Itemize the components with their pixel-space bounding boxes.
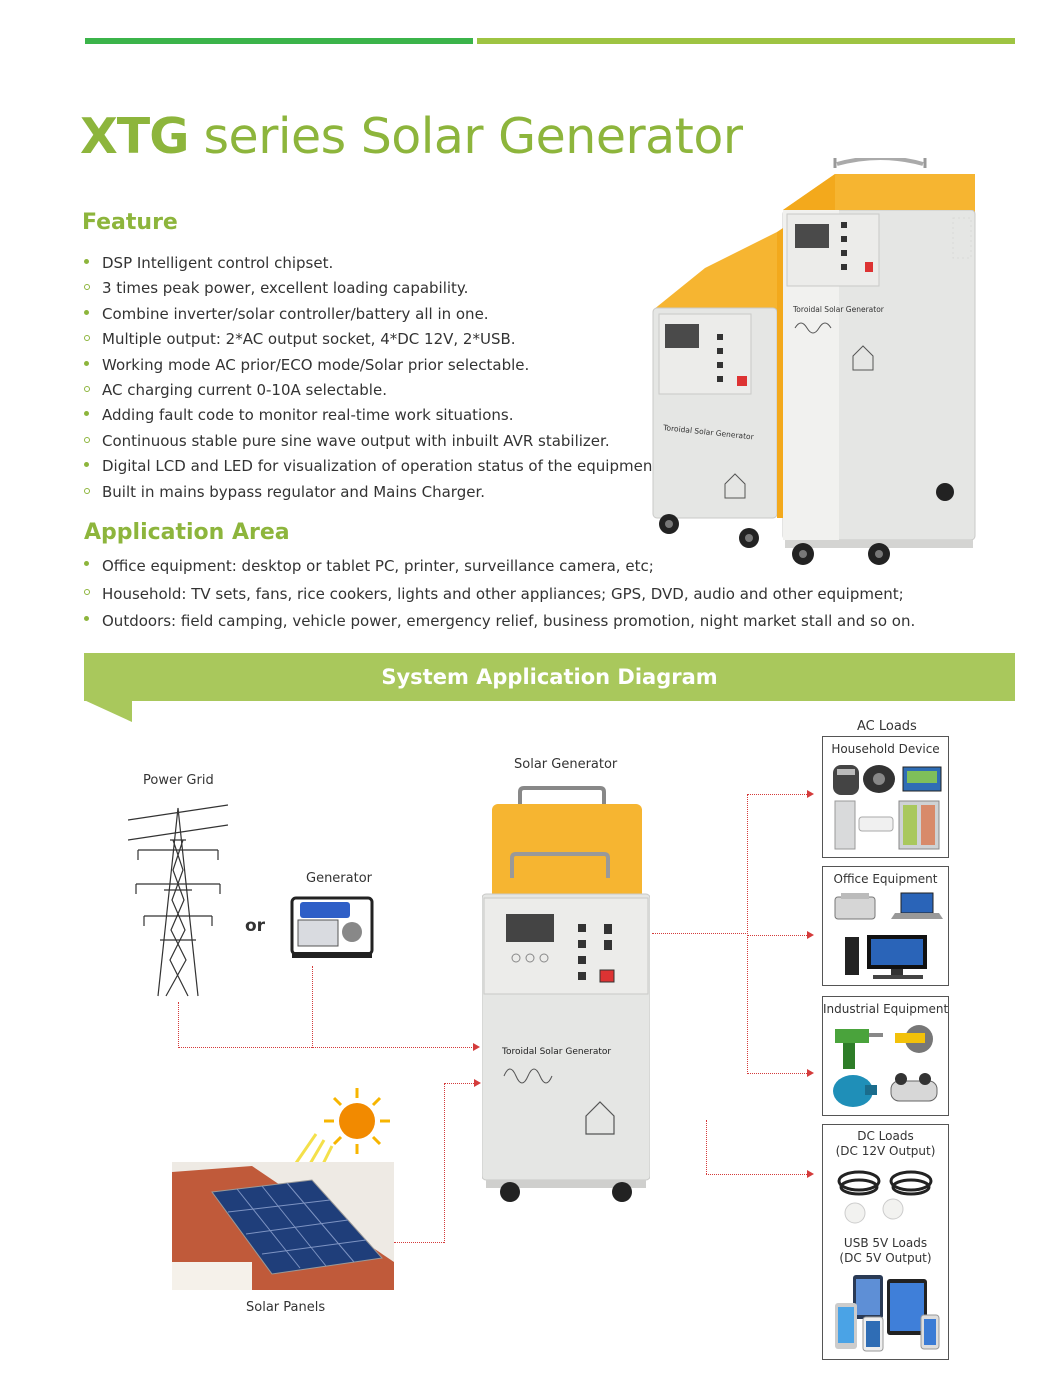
- flow-line: [444, 1083, 445, 1243]
- flow-line: [178, 1047, 472, 1048]
- flow-line: [706, 1174, 807, 1175]
- flow-line: [706, 1120, 707, 1174]
- list-item: Outdoors: field camping, vehicle power, …: [82, 608, 915, 636]
- solar-generator-icon: Toroidal Solar Generator: [482, 786, 650, 1202]
- usb-loads-label: USB 5V Loads: [843, 1236, 928, 1250]
- list-item: Working mode AC prior/ECO mode/Solar pri…: [82, 353, 663, 378]
- list-item: Built in mains bypass regulator and Main…: [82, 480, 663, 505]
- list-item: Adding fault code to monitor real-time w…: [82, 403, 663, 428]
- usb-output-label: (DC 5V Output): [839, 1251, 932, 1265]
- flow-line: [747, 794, 807, 795]
- arrow-right-icon: [807, 931, 814, 939]
- diagram-banner-title: System Application Diagram: [381, 665, 718, 689]
- solar-house-icon: [172, 1162, 394, 1290]
- generator-unit-large: Toroidal Solar Generator: [782, 158, 976, 565]
- arrow-right-icon: [807, 1170, 814, 1178]
- banner-tail: [84, 700, 132, 722]
- feature-list: DSP Intelligent control chipset. 3 times…: [82, 251, 663, 505]
- flow-line: [178, 1002, 179, 1048]
- list-item: Household: TV sets, fans, rice cookers, …: [82, 581, 915, 609]
- generator-unit-small: Toroidal Solar Generator: [652, 228, 783, 548]
- household-device-box: Household Device: [822, 736, 949, 858]
- dc-output-label: (DC 12V Output): [835, 1144, 936, 1158]
- product-photo: Toroidal Solar Generator Toroidal Solar …: [652, 158, 976, 565]
- dc-bulbs-icon: [837, 1170, 933, 1224]
- arrow-right-icon: [807, 790, 814, 798]
- flow-line: [312, 966, 313, 1048]
- list-item: Continuous stable pure sine wave output …: [82, 429, 663, 454]
- power-tower-icon: [128, 804, 228, 997]
- household-device-label: Household Device: [831, 742, 940, 756]
- solar-panels-label: Solar Panels: [246, 1300, 326, 1315]
- power-grid-label: Power Grid: [143, 773, 214, 788]
- diagram-banner: [84, 653, 1015, 701]
- top-rule-green: [85, 38, 473, 44]
- svg-text:Toroidal Solar Generator: Toroidal Solar Generator: [792, 305, 885, 314]
- industrial-equipment-box: Industrial Equipment: [822, 996, 949, 1116]
- industrial-equipment-label: Industrial Equipment: [823, 1002, 949, 1016]
- flow-line: [444, 1083, 474, 1084]
- office-equipment-label: Office Equipment: [833, 872, 938, 886]
- household-appliances-icon: [833, 765, 942, 850]
- list-item: Multiple output: 2*AC output socket, 4*D…: [82, 327, 663, 352]
- office-equipment-box: Office Equipment: [822, 866, 949, 986]
- arrow-right-icon: [807, 1069, 814, 1077]
- list-item: AC charging current 0-10A selectable.: [82, 378, 663, 403]
- list-item: Office equipment: desktop or tablet PC, …: [82, 553, 915, 581]
- list-item: DSP Intelligent control chipset.: [82, 251, 663, 276]
- arrow-right-icon: [473, 1043, 480, 1051]
- flow-line: [652, 933, 748, 934]
- dc-loads-box: DC Loads (DC 12V Output) USB 5V Loads (D…: [822, 1124, 949, 1360]
- top-rule-lime: [477, 38, 1015, 44]
- application-list: Office equipment: desktop or tablet PC, …: [82, 553, 915, 636]
- feature-heading: Feature: [82, 210, 178, 235]
- usb-devices-icon: [835, 1275, 940, 1352]
- or-label: or: [245, 916, 266, 936]
- svg-text:Toroidal Solar Generator: Toroidal Solar Generator: [501, 1047, 611, 1057]
- solar-generator-label: Solar Generator: [514, 757, 618, 772]
- power-tools-icon: [833, 1025, 938, 1107]
- office-devices-icon: [834, 892, 943, 979]
- sun-icon: [324, 1088, 390, 1154]
- gas-generator-icon: [290, 896, 374, 958]
- flow-line: [747, 935, 807, 936]
- dc-loads-label: DC Loads: [857, 1129, 914, 1143]
- list-item: 3 times peak power, excellent loading ca…: [82, 276, 663, 301]
- flow-line: [747, 794, 748, 1074]
- application-heading: Application Area: [84, 520, 290, 545]
- generator-label: Generator: [306, 871, 373, 886]
- page-title: XTG series Solar Generator: [80, 108, 743, 165]
- flow-line: [394, 1242, 444, 1243]
- ac-loads-label: AC Loads: [857, 719, 917, 734]
- arrow-right-icon: [474, 1079, 481, 1087]
- flow-line: [747, 1073, 807, 1074]
- list-item: Digital LCD and LED for visualization of…: [82, 454, 663, 479]
- list-item: Combine inverter/solar controller/batter…: [82, 302, 663, 327]
